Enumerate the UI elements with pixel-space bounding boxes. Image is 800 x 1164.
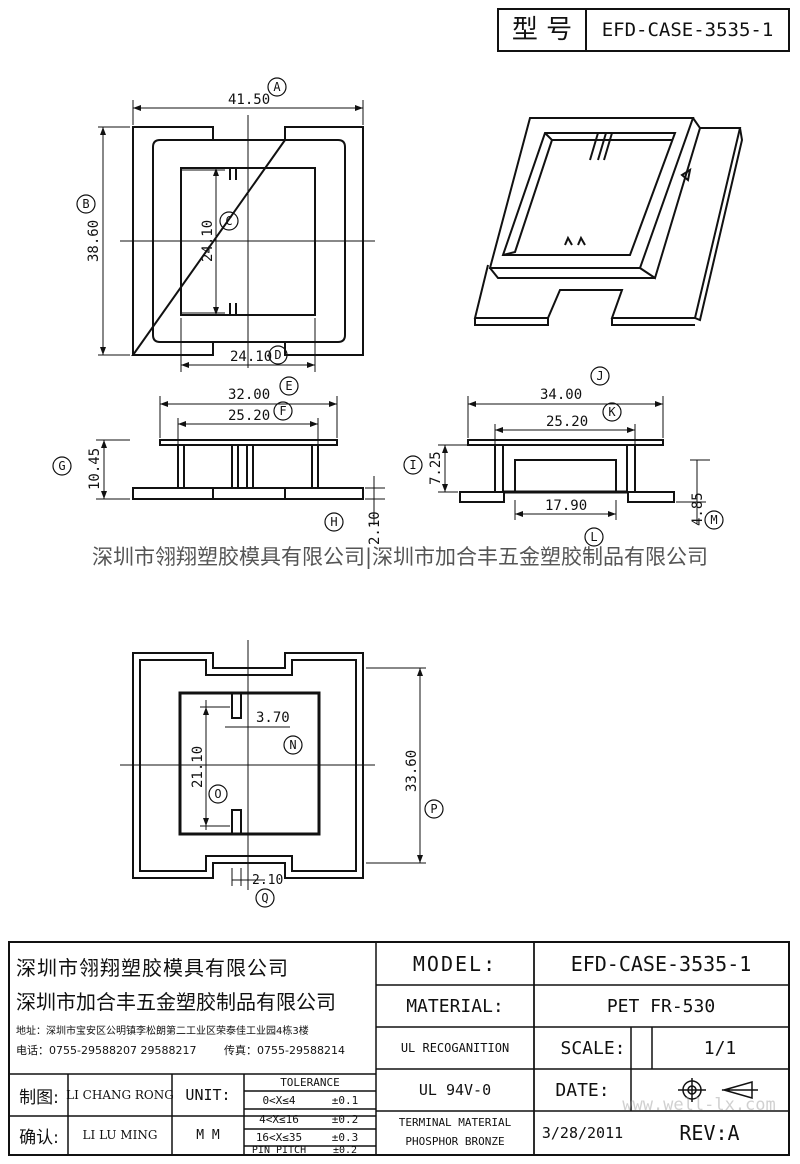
tolerance-row-1-value: ±0.1 <box>331 1093 359 1107</box>
dim-p: 33.60 <box>404 750 420 792</box>
dim-e: 32.00 <box>228 387 270 403</box>
tolerance-row-4-value: ±0.2 <box>332 1144 358 1156</box>
date-label: DATE: <box>555 1079 610 1101</box>
model-label: MODEL: <box>412 952 498 976</box>
marker-c: C <box>225 214 232 228</box>
iso-view <box>473 117 744 326</box>
marker-h: H <box>330 515 337 529</box>
marker-q: Q <box>261 891 268 905</box>
dim-b: 38.60 <box>86 220 102 262</box>
marker-k: K <box>608 405 616 419</box>
model-value: EFD-CASE-3535-1 <box>570 952 752 976</box>
dim-q: 2.10 <box>252 873 283 888</box>
tolerance-title: TOLERANCE <box>280 1076 340 1089</box>
company-phone: 电话：0755-29588207 29588217 <box>16 1044 197 1057</box>
tolerance-row-3-value: ±0.3 <box>331 1131 359 1144</box>
front-view <box>132 439 364 500</box>
scale-label: SCALE: <box>560 1037 626 1059</box>
marker-l: L <box>590 530 597 544</box>
material-value: PET FR-530 <box>606 995 716 1017</box>
tolerance-row-1-range: 0<X≤4 <box>262 1093 296 1107</box>
ul-label: UL RECOGANITION <box>400 1041 510 1055</box>
material-label: MATERIAL: <box>406 995 504 1017</box>
dim-k: 25.20 <box>546 414 588 430</box>
marker-b: B <box>82 197 89 211</box>
unit-label: UNIT: <box>185 1086 231 1104</box>
watermark: www.well-lx.com <box>622 1095 776 1115</box>
dim-a: 41.50 <box>228 92 270 108</box>
tolerance-row-4-range: PIN PITCH <box>251 1144 307 1156</box>
dim-j: 34.00 <box>540 387 582 403</box>
approved-name: LI LU MING <box>82 1128 158 1142</box>
company-name-1: 深圳市翎翔塑胶模具有限公司 <box>16 955 289 980</box>
dim-f: 25.20 <box>228 408 270 424</box>
dim-l: 17.90 <box>545 498 587 514</box>
scale-value: 1/1 <box>703 1037 737 1059</box>
terminal-value: PHOSPHOR BRONZE <box>405 1134 505 1148</box>
dim-i: 7.25 <box>428 451 444 485</box>
marker-f: F <box>279 404 286 418</box>
marker-a: A <box>273 80 281 94</box>
marker-m: M <box>710 513 717 527</box>
dim-m: 4.85 <box>690 492 706 526</box>
company-address: 地址：深圳市宝安区公明镇李松朗第二工业区荣泰佳工业园4栋3楼 <box>16 1025 309 1037</box>
marker-e: E <box>285 379 292 393</box>
marker-g: G <box>58 459 65 473</box>
tolerance-row-2-range: 4<X≤16 <box>259 1112 299 1126</box>
dim-d: 24.10 <box>230 349 272 365</box>
dim-h: 2.10 <box>367 511 383 545</box>
model-header: 型 号 EFD-CASE-3535-1 <box>497 8 790 52</box>
title-block-grid <box>10 943 788 1154</box>
drawn-name: LI CHANG RONG <box>66 1088 174 1102</box>
marker-d: D <box>274 348 281 362</box>
marker-n: N <box>289 738 296 752</box>
revision: REV:A <box>679 1120 740 1145</box>
dim-c: 24.10 <box>200 220 216 262</box>
drawn-label: 制图: <box>19 1087 59 1108</box>
marker-p: P <box>430 802 437 816</box>
model-header-label: 型 号 <box>499 10 587 50</box>
company-fax: 传真：0755-29588214 <box>224 1044 345 1057</box>
dim-n: 3.70 <box>256 710 290 726</box>
marker-o: O <box>214 787 221 801</box>
approved-label: 确认: <box>19 1127 59 1148</box>
tolerance-row-2-value: ±0.2 <box>331 1112 359 1126</box>
marker-i: I <box>409 458 416 472</box>
marker-j: J <box>596 369 603 383</box>
title-block: 深圳市翎翔塑胶模具有限公司 深圳市加合丰五金塑胶制品有限公司 地址：深圳市宝安区… <box>8 941 790 1156</box>
dim-g: 10.45 <box>87 448 103 490</box>
company-banner: 深圳市翎翔塑胶模具有限公司|深圳市加合丰五金塑胶制品有限公司 <box>91 545 709 569</box>
technical-drawing: 41.50 38.60 24.10 24.10 32.00 25.20 10.4… <box>52 77 744 908</box>
company-name-2: 深圳市加合丰五金塑胶制品有限公司 <box>16 989 336 1014</box>
projection-symbol-icon <box>678 1078 758 1102</box>
side-view <box>459 439 675 503</box>
terminal-label: TERMINAL MATERIAL <box>398 1115 512 1129</box>
dim-o: 21.10 <box>190 746 206 788</box>
unit-value: M M <box>196 1127 220 1143</box>
ul-value: UL 94V-0 <box>418 1081 492 1099</box>
date-value: 3/28/2011 <box>541 1123 624 1142</box>
model-header-value: EFD-CASE-3535-1 <box>601 19 774 41</box>
tolerance-row-3-range: 16<X≤35 <box>255 1131 303 1144</box>
